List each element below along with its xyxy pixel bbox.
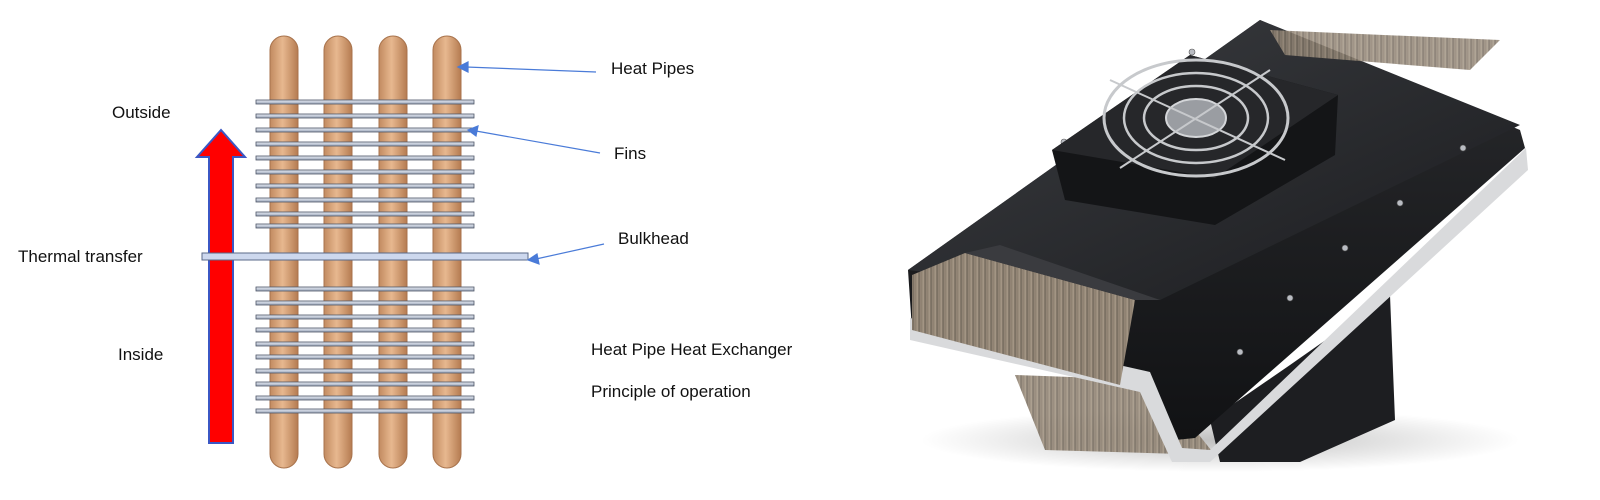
caption-subtitle: Principle of operation xyxy=(591,382,751,401)
fins-lower xyxy=(255,286,475,414)
label-bulkhead: Bulkhead xyxy=(618,229,689,248)
fins-upper xyxy=(255,99,475,229)
fan-icon xyxy=(1052,55,1338,225)
label-thermal-transfer: Thermal transfer xyxy=(18,247,143,266)
label-outside: Outside xyxy=(112,103,171,122)
caption-title: Heat Pipe Heat Exchanger xyxy=(591,340,793,359)
label-heat-pipes: Heat Pipes xyxy=(611,59,695,78)
bulkhead-plate xyxy=(201,252,529,261)
label-inside: Inside xyxy=(118,345,164,364)
heat-exchanger-photo xyxy=(908,20,1528,472)
thermal-transfer-arrow-icon xyxy=(194,128,248,444)
label-fins: Fins xyxy=(614,144,647,163)
leader-lines xyxy=(456,61,605,265)
